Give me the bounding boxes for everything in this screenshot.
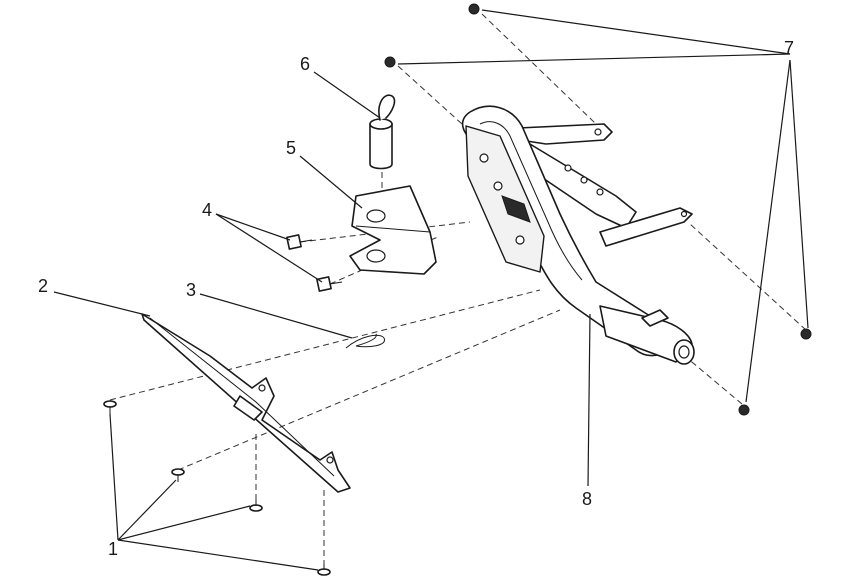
callout-6: 6 <box>300 54 310 74</box>
leader-lines <box>53 9 809 571</box>
callout-8: 8 <box>582 489 592 509</box>
hitch-pin-part-6 <box>369 94 396 170</box>
bolt-part-7-d <box>738 404 750 416</box>
screw-part-1-b <box>171 468 185 482</box>
callout-2: 2 <box>38 276 48 296</box>
bumper-frame-part-8 <box>461 105 695 365</box>
assembly-dash-lines <box>109 13 807 566</box>
skid-plate-part-2 <box>141 313 351 493</box>
callout-7: 7 <box>784 38 794 58</box>
screw-part-1-c <box>249 500 263 512</box>
callout-1: 1 <box>108 539 118 559</box>
screw-part-1-d <box>317 564 331 576</box>
callout-5: 5 <box>286 138 296 158</box>
bolt-part-7-c <box>800 328 812 340</box>
bolt-part-7-b <box>384 56 396 68</box>
callout-3: 3 <box>186 280 196 300</box>
callout-4: 4 <box>202 200 212 220</box>
bolt-part-4-upper <box>286 234 313 250</box>
screw-part-1-a <box>103 400 117 414</box>
hair-pin-clip-part-3 <box>345 333 385 349</box>
bolt-part-7-a <box>468 3 480 15</box>
mounting-bracket-part-5 <box>349 185 437 275</box>
bolt-part-4-lower <box>316 276 343 292</box>
